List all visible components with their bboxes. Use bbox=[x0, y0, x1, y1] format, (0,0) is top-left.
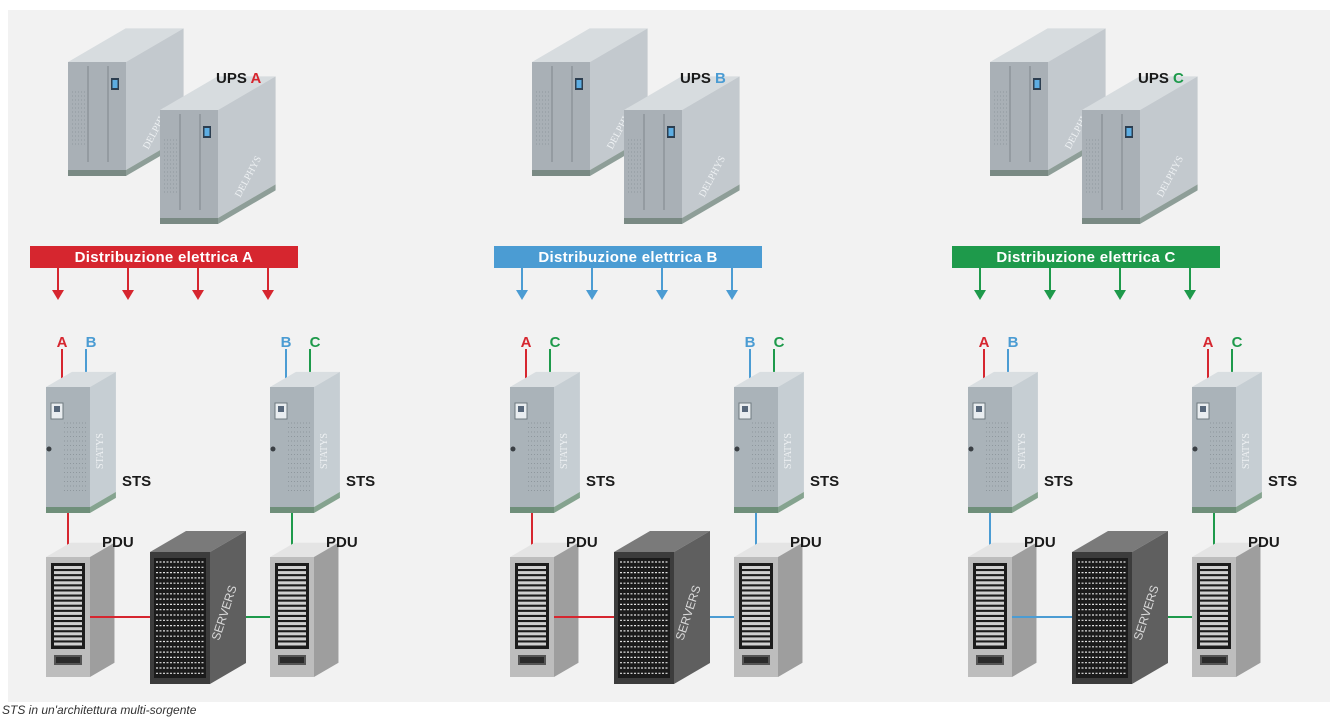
sts-pdu-branch: A B STATYS STS PDU bbox=[968, 334, 1073, 677]
sts-pdu-branch: B C STATYS STS PDU bbox=[270, 334, 375, 677]
figure-caption: STS in un'architettura multi-sorgente bbox=[2, 703, 197, 717]
sts-brand-label: STATYS bbox=[319, 433, 330, 469]
sts-pdu-branch: A B STATYS STS PDU bbox=[46, 334, 151, 677]
pdu-label: PDU bbox=[566, 534, 598, 551]
bus-arrow-head bbox=[262, 290, 274, 300]
sts-label: STS bbox=[1044, 473, 1073, 490]
sts-input-letter: B bbox=[86, 334, 97, 351]
sts-input-letter: C bbox=[550, 334, 561, 351]
ups-label: UPS C bbox=[1138, 70, 1184, 87]
distribution-bus-label: Distribuzione elettrica C bbox=[996, 249, 1175, 266]
sts-label: STS bbox=[346, 473, 375, 490]
sts-label: STS bbox=[1268, 473, 1297, 490]
pdu-label: PDU bbox=[790, 534, 822, 551]
distribution-bus-label: Distribuzione elettrica B bbox=[538, 249, 717, 266]
ups-source-letter: C bbox=[1173, 70, 1184, 87]
pdu-label: PDU bbox=[1024, 534, 1056, 551]
sts-label: STS bbox=[586, 473, 615, 490]
sts-brand-label: STATYS bbox=[783, 433, 794, 469]
sts-input-letter: B bbox=[745, 334, 756, 351]
sts-brand-label: STATYS bbox=[1017, 433, 1028, 469]
pdu-label: PDU bbox=[102, 534, 134, 551]
ups-label: UPS B bbox=[680, 70, 726, 87]
bus-arrow-head bbox=[516, 290, 528, 300]
sts-input-letter: A bbox=[979, 334, 990, 351]
bus-arrow-head bbox=[52, 290, 64, 300]
bus-arrow-head bbox=[122, 290, 134, 300]
distribution-bus bbox=[30, 246, 298, 268]
sts-brand-label: STATYS bbox=[559, 433, 570, 469]
distribution-bus-label: Distribuzione elettrica A bbox=[75, 249, 254, 266]
sts-pdu-branch: A C STATYS STS PDU bbox=[510, 334, 615, 677]
bus-arrow-head bbox=[1114, 290, 1126, 300]
sts-pdu-branch: B C STATYS STS PDU bbox=[734, 334, 839, 677]
bus-arrow-head bbox=[656, 290, 668, 300]
sts-label: STS bbox=[122, 473, 151, 490]
sts-brand-label: STATYS bbox=[1241, 433, 1252, 469]
bus-arrow-head bbox=[1044, 290, 1056, 300]
distribution-bus bbox=[494, 246, 762, 268]
sts-brand-label: STATYS bbox=[95, 433, 106, 469]
sts-input-letter: B bbox=[281, 334, 292, 351]
pdu-label: PDU bbox=[1248, 534, 1280, 551]
bus-arrow-head bbox=[974, 290, 986, 300]
sts-input-letter: B bbox=[1008, 334, 1019, 351]
sts-input-letter: C bbox=[1232, 334, 1243, 351]
bus-arrow-head bbox=[192, 290, 204, 300]
bus-arrow-head bbox=[1184, 290, 1196, 300]
sts-input-letter: A bbox=[57, 334, 68, 351]
distribution-bus bbox=[952, 246, 1220, 268]
sts-input-letter: C bbox=[774, 334, 785, 351]
pdu-label: PDU bbox=[326, 534, 358, 551]
sts-input-letter: A bbox=[521, 334, 532, 351]
sts-pdu-branch: A C STATYS STS PDU bbox=[1192, 334, 1297, 677]
sts-input-letter: A bbox=[1203, 334, 1214, 351]
sts-input-letter: C bbox=[310, 334, 321, 351]
ups-source-letter: A bbox=[250, 70, 261, 87]
bus-arrow-head bbox=[726, 290, 738, 300]
ups-label: UPS A bbox=[216, 70, 261, 87]
sts-label: STS bbox=[810, 473, 839, 490]
bus-arrow-head bbox=[586, 290, 598, 300]
ups-source-letter: B bbox=[715, 70, 726, 87]
